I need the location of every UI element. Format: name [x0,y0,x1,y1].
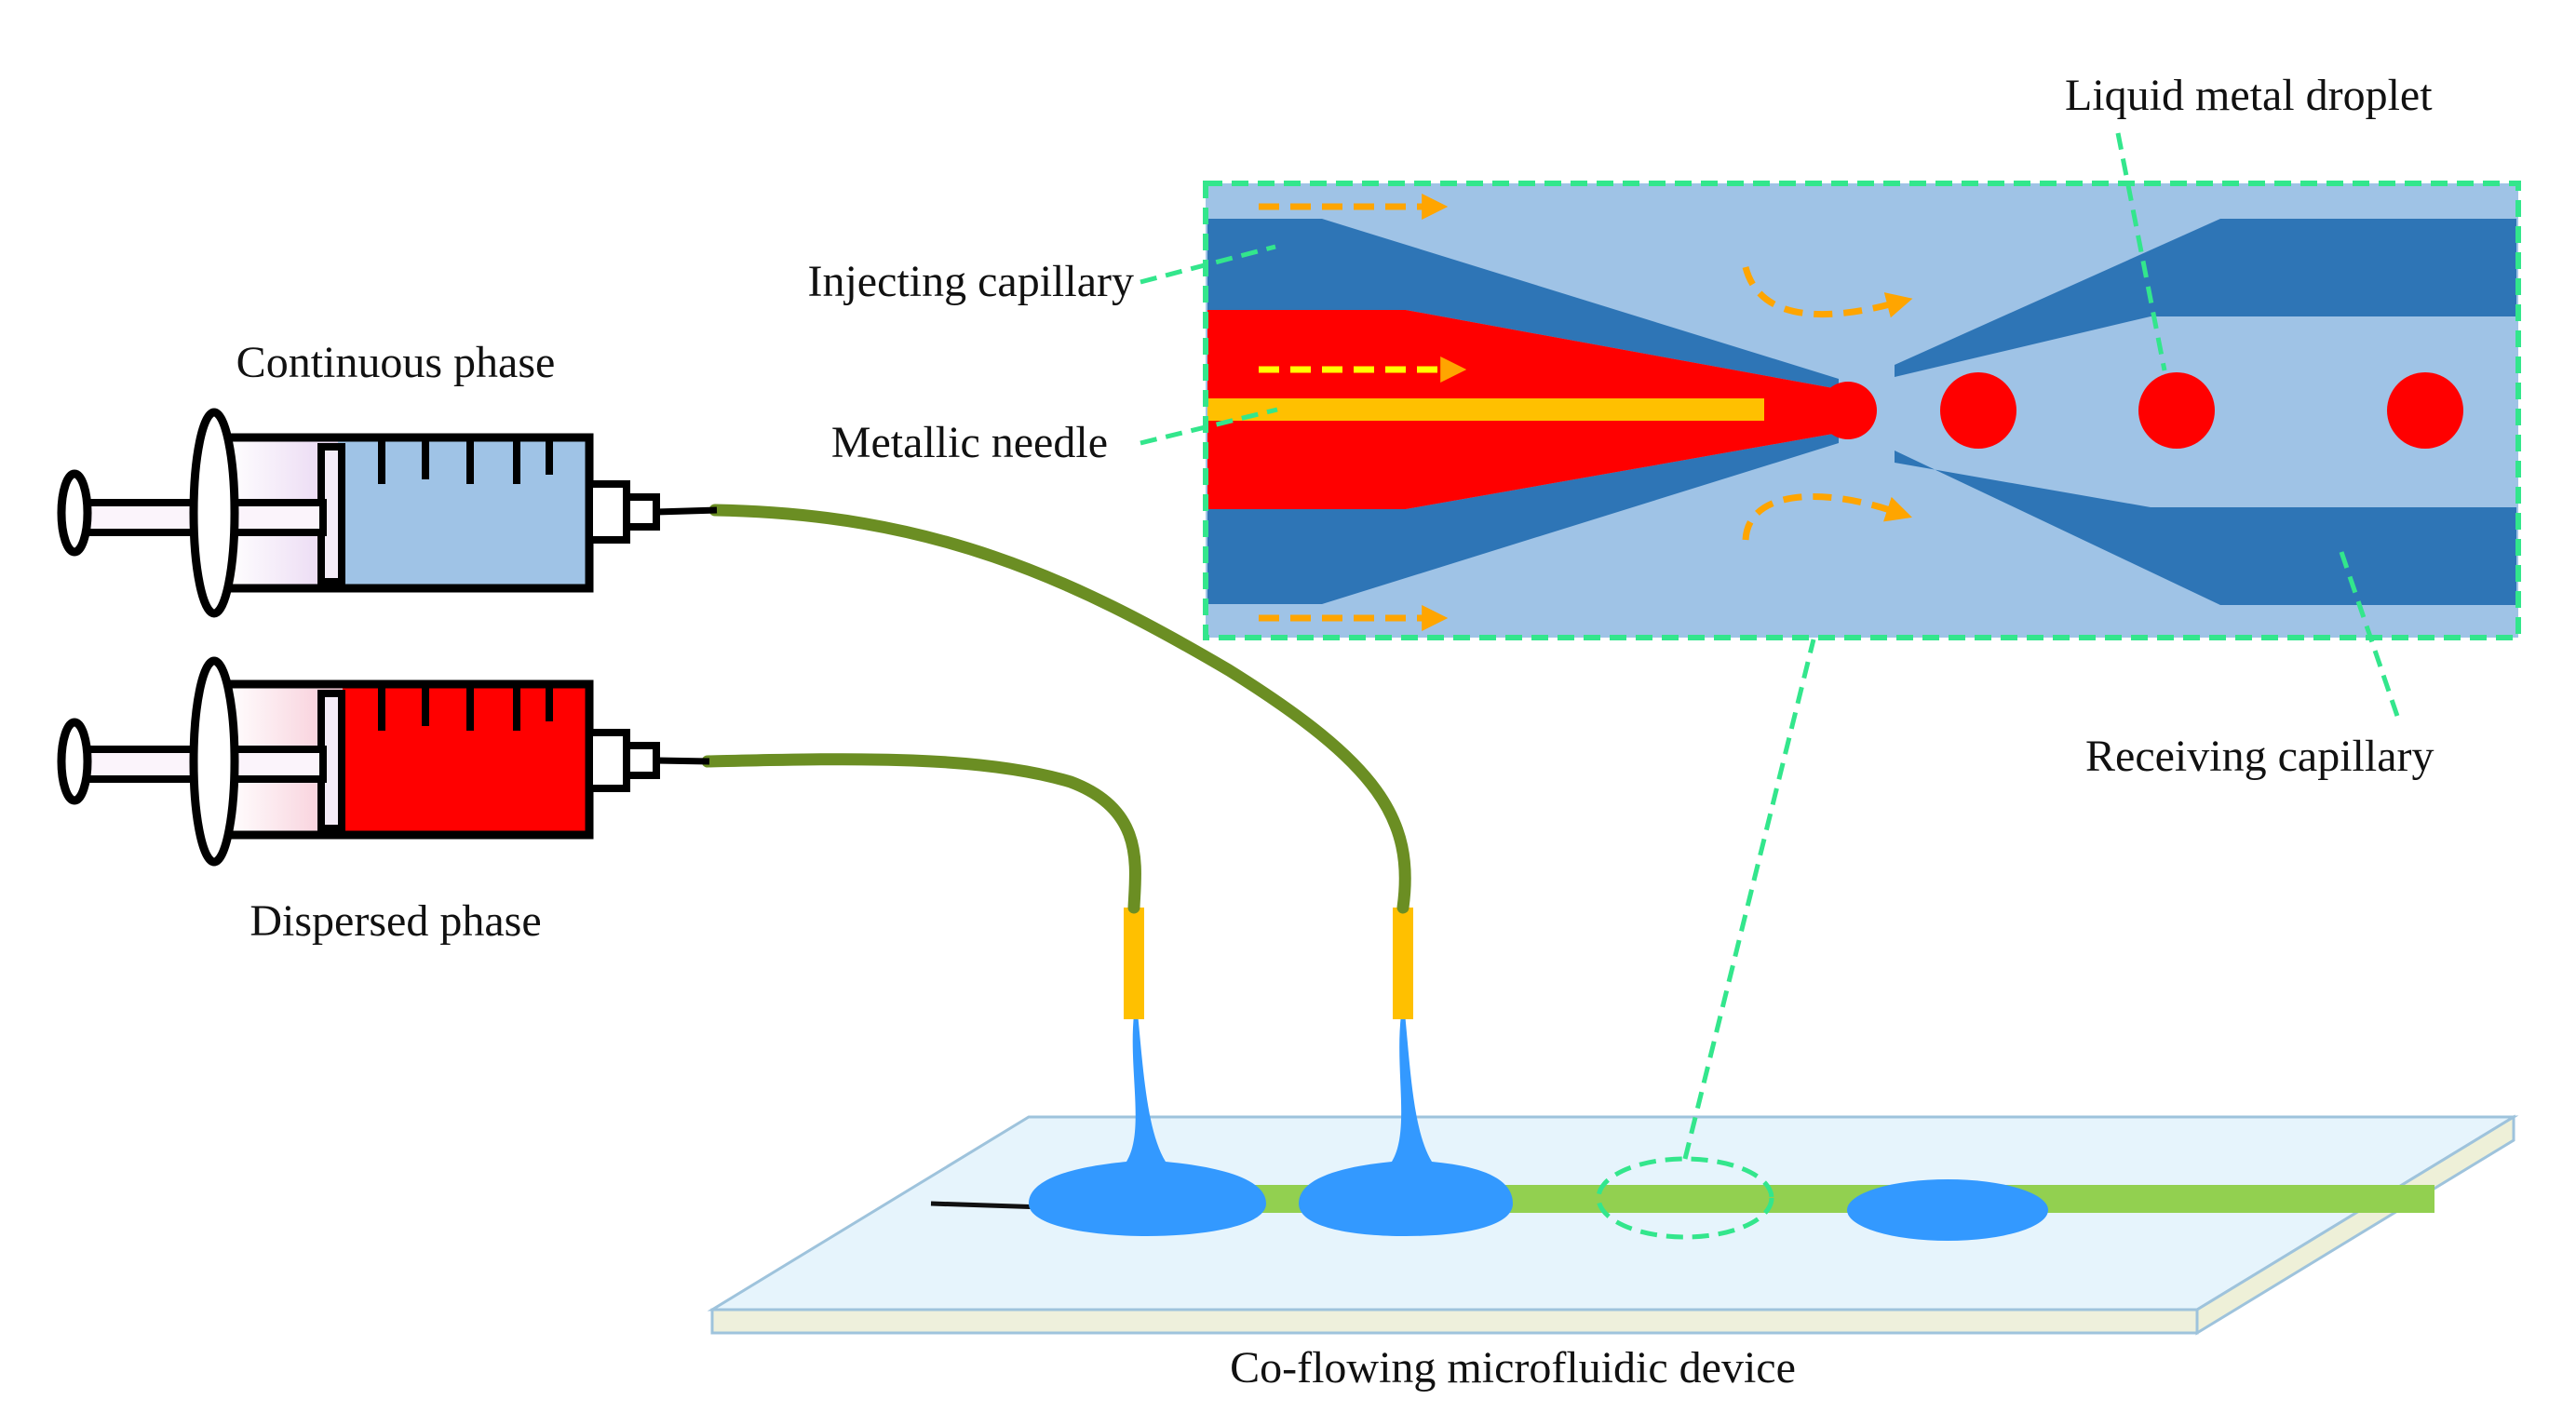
label-injecting-capillary: Injecting capillary [807,257,1134,306]
syringe-flange [189,408,239,618]
receiving-capillary-bottom-wall [1895,451,2516,605]
slide-front-edge [710,1308,2199,1335]
slide-right-edge [2195,1114,2515,1336]
syringe-hub [586,729,630,792]
callout-lines [1140,132,2403,1160]
syringe-nozzle [623,493,660,531]
callout-line-receiving [2339,551,2403,725]
tubing-continuous [708,504,1411,914]
callout-line-injecting [1140,244,1276,285]
droplet [2387,372,2463,449]
glue-blob [1847,1179,2048,1241]
label-metallic-needle: Metallic needle [831,418,1108,467]
syringe-thumb-rest [57,469,92,557]
receiving-capillary-top-wall [1895,219,2516,377]
forming-droplet [1819,382,1877,439]
callout-line-zoom [1682,639,1816,1160]
droplet [1940,372,2016,449]
flow-arrow-curved [1742,266,1913,318]
label-continuous-phase: Continuous phase [236,338,556,387]
callout-line-droplet [2115,132,2167,371]
label-liquid-metal-droplet: Liquid metal droplet [2065,71,2433,120]
metallic-needle-bar [1207,398,1764,421]
zoom-inset [1203,181,2521,640]
syringe-dispersed [57,656,710,867]
flow-arrow-curved [1742,492,1912,541]
tubing-dispersed [701,753,1141,914]
label-device: Co-flowing microfluidic device [1230,1343,1796,1392]
glue-drop-right [1299,1013,1513,1236]
inlet-tube-left [1124,908,1144,1019]
syringe-continuous [57,408,718,618]
injecting-capillary-bottom-wall [1207,433,1839,604]
label-receiving-capillary: Receiving capillary [2085,732,2434,781]
inset-border [1203,181,2521,640]
glue-drop-left [1029,1013,1266,1236]
callout-line-needle [1140,407,1278,446]
syringe-flange [189,656,239,867]
label-dispersed-phase: Dispersed phase [250,896,541,946]
syringe-thumb-rest [57,718,92,805]
microchannel [1071,1185,2434,1213]
syringe-hub [586,480,630,544]
zoom-callout-ellipse [1596,1156,1774,1240]
injecting-capillary-top-wall [1207,219,1839,389]
syringe-nozzle [623,742,660,779]
droplet [2138,372,2215,449]
inlet-tube-right [1393,908,1413,1019]
microfluidic-device [707,908,2519,1336]
